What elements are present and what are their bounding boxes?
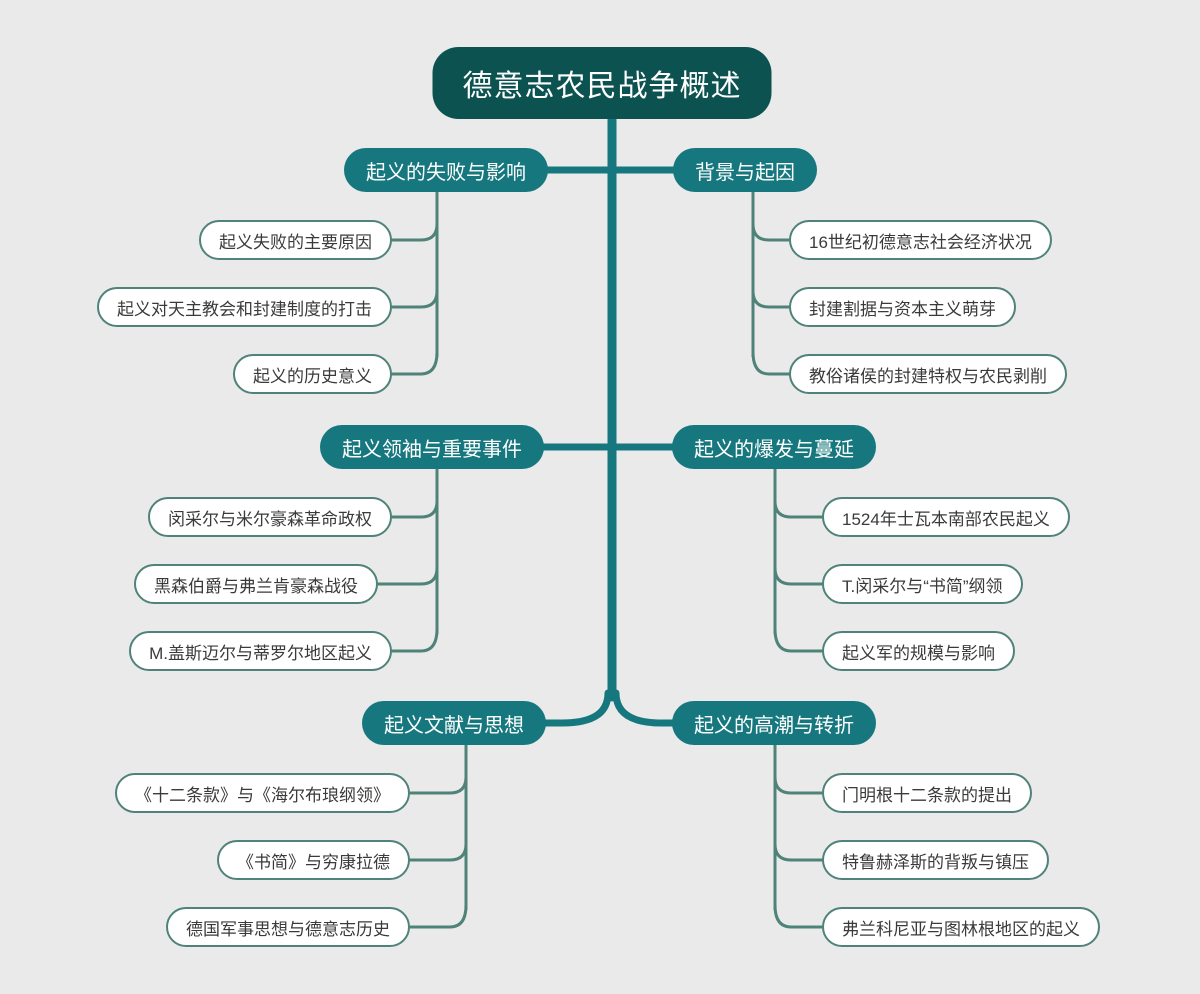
leaf-node-climax-turning-point-1-label: 特鲁赫泽斯的背叛与镇压 [842,852,1029,872]
leaf-node-leaders-events-1-label: 黑森伯爵与弗兰肯豪森战役 [154,576,358,596]
root-node-label: 德意志农民战争概述 [462,70,742,103]
leaf-connector-failure-impact-2 [390,350,439,376]
leaf-connector-leaders-events-0 [390,499,439,519]
leaf-connector-climax-turning-point-2 [773,903,824,929]
leaf-node-climax-turning-point-2[interactable]: 弗兰科尼亚与图林根地区的起义 [822,907,1100,947]
leaf-node-leaders-events-1[interactable]: 黑森伯爵与弗兰肯豪森战役 [134,564,378,604]
leaf-node-documents-thought-2-label: 德国军事思想与德意志历史 [186,919,390,939]
leaf-connector-background-causes-1 [751,289,791,309]
leaf-node-climax-turning-point-2-label: 弗兰科尼亚与图林根地区的起义 [842,919,1080,939]
leaf-node-outbreak-spread-2[interactable]: 起义军的规模与影响 [822,631,1015,671]
leaf-node-leaders-events-0[interactable]: 闵采尔与米尔豪森革命政权 [148,497,392,537]
leaf-connector-background-causes-2 [751,350,791,376]
leaf-node-failure-impact-1-label: 起义对天主教会和封建制度的打击 [117,299,372,319]
root-node[interactable]: 德意志农民战争概述 [432,47,772,119]
leaf-connector-outbreak-spread-0 [773,499,824,519]
branch-node-leaders-events-label: 起义领袖与重要事件 [342,438,522,461]
branch-node-failure-impact-label: 起义的失败与影响 [366,161,526,184]
leaf-connector-failure-impact-0 [390,222,439,242]
leaf-node-failure-impact-0-label: 起义失败的主要原因 [219,232,372,252]
branch-node-climax-turning-point-label: 起义的高潮与转折 [694,714,854,737]
leaf-node-climax-turning-point-0-label: 门明根十二条款的提出 [842,785,1012,805]
leaf-node-climax-turning-point-0[interactable]: 门明根十二条款的提出 [822,773,1032,813]
leaf-node-background-causes-1[interactable]: 封建割据与资本主义萌芽 [789,287,1016,327]
branch-node-climax-turning-point[interactable]: 起义的高潮与转折 [672,701,876,745]
branch-node-documents-thought[interactable]: 起义文献与思想 [362,701,546,745]
leaf-node-leaders-events-2-label: M.盖斯迈尔与蒂罗尔地区起义 [149,643,372,663]
leaf-connector-climax-turning-point-1 [773,842,824,862]
leaf-node-outbreak-spread-2-label: 起义军的规模与影响 [842,643,995,663]
branch-node-outbreak-spread[interactable]: 起义的爆发与蔓延 [672,425,876,469]
branch-node-background-causes[interactable]: 背景与起因 [673,148,817,192]
leaf-node-outbreak-spread-1-label: T.闵采尔与“书简”纲领 [842,576,1003,596]
leaf-node-outbreak-spread-0-label: 1524年士瓦本南部农民起义 [842,509,1050,529]
leaf-connector-background-causes-0 [751,222,791,242]
leaf-node-documents-thought-1-label: 《书简》与穷康拉德 [237,852,390,872]
branch-node-background-causes-label: 背景与起因 [695,161,795,184]
leaf-node-leaders-events-2[interactable]: M.盖斯迈尔与蒂罗尔地区起义 [129,631,392,671]
leaf-connector-outbreak-spread-1 [773,566,824,586]
leaf-connector-climax-turning-point-0 [773,775,824,795]
leaf-connector-documents-thought-2 [408,903,468,929]
leaf-node-background-causes-2[interactable]: 教俗诸侯的封建特权与农民剥削 [789,354,1067,394]
leaf-node-background-causes-0[interactable]: 16世纪初德意志社会经济状况 [789,220,1052,260]
leaf-connector-documents-thought-0 [408,775,468,795]
branch-node-leaders-events[interactable]: 起义领袖与重要事件 [320,425,544,469]
leaf-node-outbreak-spread-0[interactable]: 1524年士瓦本南部农民起义 [822,497,1070,537]
leaf-node-failure-impact-1[interactable]: 起义对天主教会和封建制度的打击 [97,287,392,327]
leaf-node-documents-thought-0-label: 《十二条款》与《海尔布琅纲领》 [135,785,390,805]
leaf-connector-outbreak-spread-2 [773,627,824,653]
leaf-connector-documents-thought-1 [408,842,468,862]
leaf-node-climax-turning-point-1[interactable]: 特鲁赫泽斯的背叛与镇压 [822,840,1049,880]
leaf-node-failure-impact-0[interactable]: 起义失败的主要原因 [199,220,392,260]
leaf-node-documents-thought-2[interactable]: 德国军事思想与德意志历史 [166,907,410,947]
branch-node-outbreak-spread-label: 起义的爆发与蔓延 [694,438,854,461]
leaf-node-background-causes-1-label: 封建割据与资本主义萌芽 [809,299,996,319]
leaf-node-outbreak-spread-1[interactable]: T.闵采尔与“书简”纲领 [822,564,1023,604]
leaf-node-failure-impact-2[interactable]: 起义的历史意义 [233,354,392,394]
leaf-node-leaders-events-0-label: 闵采尔与米尔豪森革命政权 [168,509,372,529]
leaf-node-documents-thought-1[interactable]: 《书简》与穷康拉德 [217,840,410,880]
leaf-connector-leaders-events-2 [390,627,439,653]
leaf-node-background-causes-0-label: 16世纪初德意志社会经济状况 [809,232,1032,252]
leaf-node-background-causes-2-label: 教俗诸侯的封建特权与农民剥削 [809,366,1047,386]
branch-node-documents-thought-label: 起义文献与思想 [384,714,524,737]
leaf-connector-leaders-events-1 [376,566,439,586]
leaf-node-documents-thought-0[interactable]: 《十二条款》与《海尔布琅纲领》 [115,773,410,813]
leaf-node-failure-impact-2-label: 起义的历史意义 [253,366,372,386]
branch-node-failure-impact[interactable]: 起义的失败与影响 [344,148,548,192]
leaf-connector-failure-impact-1 [390,289,439,309]
